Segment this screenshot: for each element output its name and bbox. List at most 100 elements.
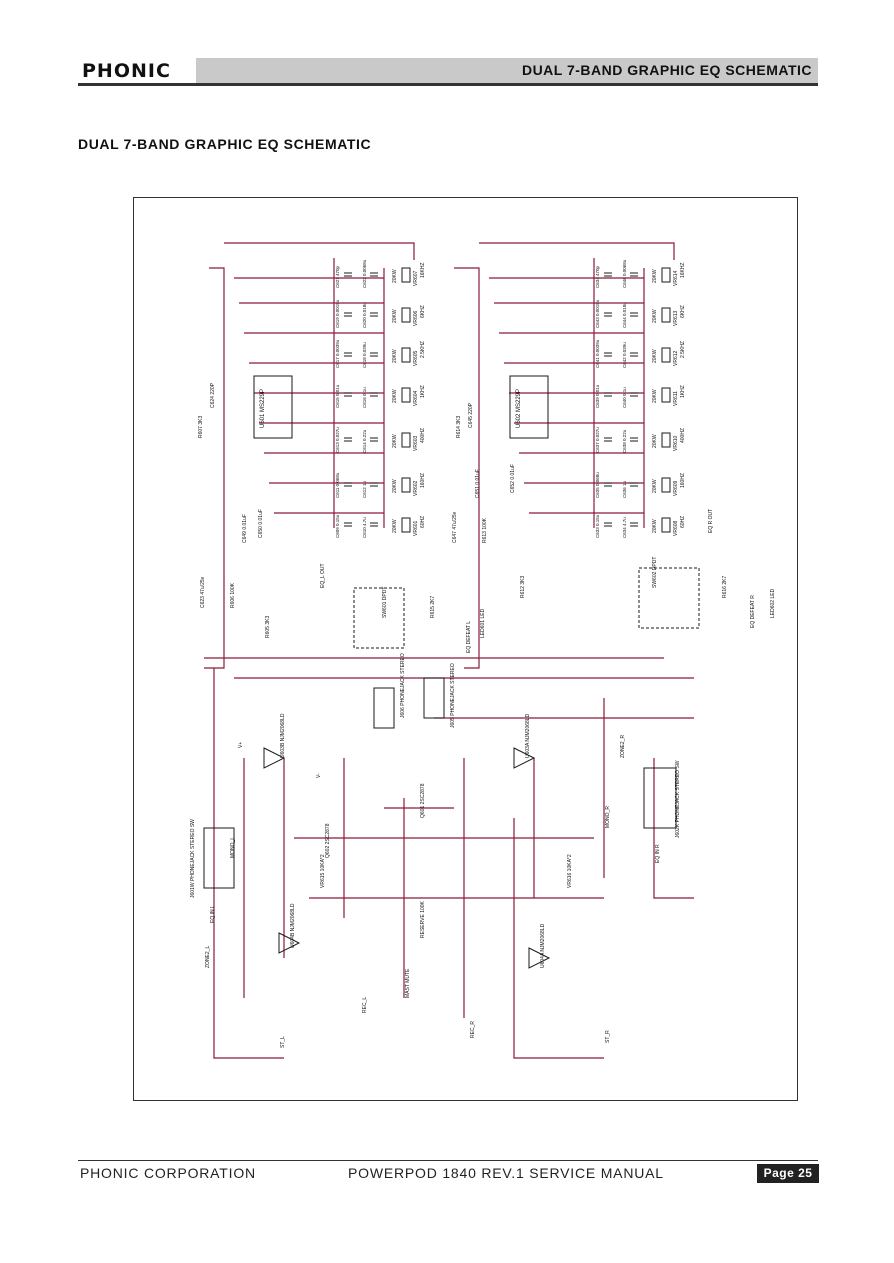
left-band-label: 16KHZ [420, 262, 426, 278]
c651-label: C651 0.01uF [475, 469, 481, 498]
v-minus-label: V- [316, 773, 322, 778]
right-cap-label: C634 470p [595, 265, 600, 288]
footer-company: PHONIC CORPORATION [80, 1165, 256, 1181]
potentiometer-symbol [401, 387, 411, 403]
eq-out-label: EQ_L OUT [320, 563, 326, 588]
left-cap-label: C617 0.0039u [335, 339, 340, 368]
potentiometer-symbol [661, 432, 671, 448]
left-cap-label: C613 0.027u [335, 427, 340, 453]
left-pot-ref: VR604 [413, 390, 419, 406]
left-band-label: 2.5KHZ [420, 341, 426, 358]
st-l-label: ST_L [280, 1036, 286, 1048]
right-pot-value: 20KW [652, 349, 658, 363]
right-cap-label: C640 0.1u [622, 387, 627, 408]
right-cap-label: C638 0.22u [622, 429, 627, 453]
left-cap-label: C609 0.15u [335, 514, 340, 538]
right-band-label: 6KHZ [680, 305, 686, 318]
led602-label: LED602 LED [770, 588, 776, 618]
sw602-label: SW602 DPDT [652, 557, 658, 588]
potentiometer-symbol [661, 517, 671, 533]
r612-label: R612 3K3 [520, 576, 526, 598]
left-cap-label: C616 0.1u [362, 387, 367, 408]
left-band-label: 160HZ [420, 473, 426, 488]
right-pot-value: 20KW [652, 434, 658, 448]
right-band-label: 60HZ [680, 516, 686, 528]
right-cap-label: C633 0.15u [595, 514, 600, 538]
j601w-label: J601W PHONEJACK STEREO SW [190, 819, 196, 898]
r615-label: R615 2K7 [430, 596, 436, 618]
right-cap-label: C639 0.01u [595, 384, 600, 408]
eq-defeat-l-label: EQ DEFEAT L [466, 621, 472, 653]
right-cap-label: C641 0.0039u [595, 339, 600, 368]
left-cap-label: C621 470p [335, 265, 340, 288]
left-pot-value: 20KW [392, 269, 398, 283]
right-pot-ref: VR608 [673, 520, 679, 536]
left-pot-ref: VR605 [413, 350, 419, 366]
j602k-label: J602K PHONEJACK STEREO SW [675, 760, 681, 838]
left-pot-value: 20KW [392, 309, 398, 323]
potentiometer-symbol [401, 517, 411, 533]
potentiometer-symbol [401, 477, 411, 493]
c647-label: C647 47u/25v [452, 511, 458, 543]
eq-r-out-label: EQ R OUT [708, 509, 714, 533]
right-band-label: 16KHZ [680, 262, 686, 278]
right-cap-label: C636 1u [622, 480, 627, 498]
left-cap-label: C620 0.018u [362, 302, 367, 328]
zone2-r-label: ZONE2_R [620, 735, 626, 758]
left-pot-value: 20KW [392, 389, 398, 403]
mono-r-label: MONO_R [605, 806, 611, 828]
left-cap-label: C622 0.0068u [362, 259, 367, 288]
r605-label: R605 3K3 [265, 616, 271, 638]
c650-label: C650 0.01uF [258, 509, 264, 538]
potentiometer-symbol [401, 267, 411, 283]
left-ic-label: U601 MS229P [260, 389, 266, 428]
eq-defeat-r-label: EQ DEFEAT R [750, 595, 756, 628]
potentiometer-symbol [661, 477, 671, 493]
v-plus-label: V+ [238, 742, 244, 748]
right-ic-label: U602 MS229P [516, 389, 522, 428]
right-pot-ref: VR611 [673, 391, 679, 406]
potentiometer-symbol [661, 387, 671, 403]
u604b-label: U604B NJM2068LD [290, 903, 296, 948]
right-pot-ref: VR613 [673, 310, 679, 326]
c652-label: C652 0.01uF [510, 464, 516, 493]
right-pot-value: 20KW [652, 309, 658, 323]
left-pot-ref: VR607 [413, 270, 419, 286]
left-cap-label: C614 0.22u [362, 429, 367, 453]
right-cap-label: C637 0.027u [595, 427, 600, 453]
potentiometer-symbol [661, 307, 671, 323]
sw601-label: SW601 DPDT [382, 587, 388, 618]
c624-label: C624 220P [210, 382, 216, 408]
right-cap-label: C634 4.7u [622, 517, 627, 538]
right-cap-label: C642 0.039u [622, 342, 627, 368]
right-pot-value: 20KW [652, 479, 658, 493]
right-band-label: 160HZ [680, 473, 686, 488]
right-pot-ref: VR612 [673, 350, 679, 366]
potentiometer-symbol [401, 432, 411, 448]
potentiometer-symbol [661, 347, 671, 363]
eq-in-r-label: EQ IN R [655, 844, 661, 863]
potentiometer-symbol [401, 307, 411, 323]
j605-label: J605 PHONEJACK STEREO [450, 663, 456, 728]
right-cap-label: C644 0.018u [622, 302, 627, 328]
r613-label: R613 100K [482, 517, 488, 543]
right-cap-label: C646 0.0068u [622, 259, 627, 288]
left-pot-value: 20KW [392, 519, 398, 533]
left-pot-ref: VR606 [413, 310, 419, 326]
right-pot-value: 20KW [652, 389, 658, 403]
left-cap-label: C618 0.039u [362, 342, 367, 368]
mast-mute-label: MAST MUTE [405, 968, 411, 998]
right-band-label: 400HZ [680, 428, 686, 443]
right-pot-ref: VR610 [673, 435, 679, 451]
vr615-label: VR615 10KA*2 [320, 854, 326, 888]
reserve-label: RESERVE 100K [420, 900, 426, 938]
right-pot-value: 20KW [652, 519, 658, 533]
left-band-label: 1KHZ [420, 385, 426, 398]
right-band-label: 1KHZ [680, 385, 686, 398]
rec-r-label: REC_R [470, 1021, 476, 1038]
rec-l-label: REC_L [362, 997, 368, 1013]
led601-label: LED601 LED [480, 608, 486, 638]
left-cap-label: C612 1u [362, 480, 367, 498]
right-cap-label: C635 0.068u [595, 472, 600, 498]
